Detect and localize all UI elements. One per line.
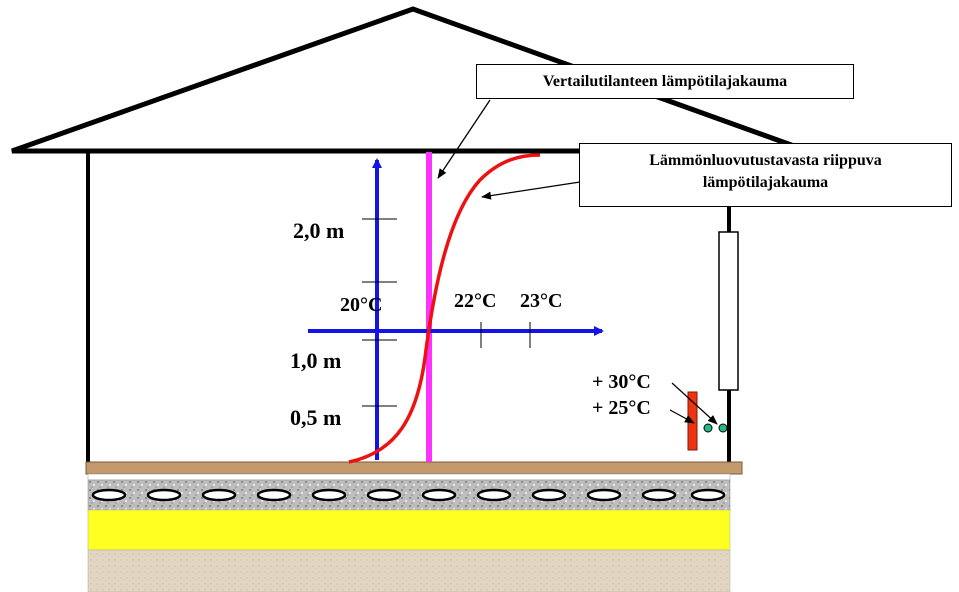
reference-distribution-callout: Vertailutilanteen lämpötilajakauma <box>476 64 854 99</box>
temperature-label-20: 20°C <box>340 294 382 316</box>
floor-white-layer <box>87 473 731 481</box>
floor-wood <box>85 461 743 475</box>
height-label-05m: 0,5 m <box>290 405 341 430</box>
heating-pipes <box>91 488 726 502</box>
dependent-callout-line2: lämpötilajakauma <box>702 174 829 192</box>
reference-callout-text: Vertailutilanteen lämpötilajakauma <box>542 73 788 90</box>
temperature-label-22: 22°C <box>454 290 496 312</box>
concrete-slab <box>87 479 731 511</box>
sensor-dot <box>718 423 728 433</box>
height-ticks <box>362 218 397 407</box>
height-label-1m: 1,0 m <box>290 348 341 373</box>
temperature-distribution-curve <box>348 153 541 464</box>
dependent-leader-line <box>481 181 581 200</box>
dependent-distribution-callout: Lämmönluovutustavasta riippuva lämpötila… <box>579 143 952 207</box>
temperature-label-23: 23°C <box>520 290 562 312</box>
sensor-dot <box>703 423 713 433</box>
height-label-2m: 2,0 m <box>293 218 344 243</box>
radiator-25-leader <box>669 409 695 424</box>
dependent-callout-line1: Lämmönluovutustavasta riippuva <box>649 152 882 169</box>
wall-radiator-panel <box>718 231 739 391</box>
radiator-label-30: + 30°C <box>592 371 651 393</box>
temperature-ticks <box>480 322 531 348</box>
insulation-layer <box>87 509 731 551</box>
radiator-30-leader <box>671 382 718 425</box>
radiator-label-25: + 25°C <box>592 397 651 419</box>
ground-layer <box>87 549 731 592</box>
reference-leader-line <box>437 99 491 179</box>
